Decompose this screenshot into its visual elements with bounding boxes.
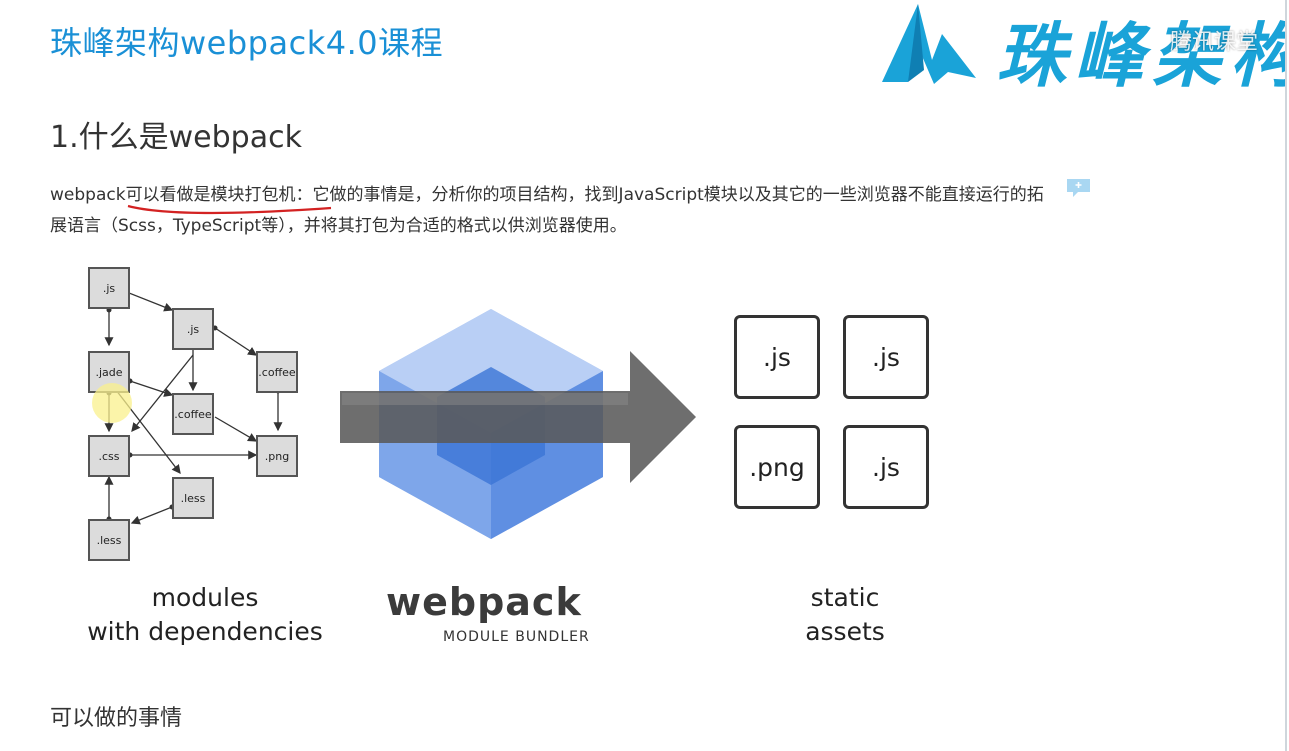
module-box: .jade: [88, 351, 130, 393]
dependency-lines: [104, 284, 283, 525]
module-box: .coffee: [172, 393, 214, 435]
paragraph-lead: webpack: [50, 185, 126, 205]
bundler-subtitle: MODULE BUNDLER: [443, 629, 590, 645]
module-box: .coffee: [256, 351, 298, 393]
paragraph-rest: ：它做的事情是，分析你的项目结构，找到JavaScript模块以及其它的一些浏览…: [50, 185, 1044, 236]
caption-modules-line2: with dependencies: [87, 617, 323, 646]
module-box: .less: [172, 477, 214, 519]
brand-text: 珠峰架构: [996, 15, 1285, 90]
cursor-highlight: [92, 383, 132, 423]
handwritten-underline: [127, 204, 332, 215]
asset-box: .js: [843, 425, 929, 509]
caption-assets-line2: assets: [805, 617, 885, 646]
caption-modules-line1: modules: [151, 583, 259, 612]
module-box: .css: [88, 435, 130, 477]
bundler-name: webpack: [386, 580, 582, 624]
asset-box: .js: [734, 315, 820, 399]
watermark-text: 腾讯课堂: [1170, 30, 1259, 55]
module-box: .js: [88, 267, 130, 309]
watermark: 腾讯课堂: [1150, 24, 1258, 56]
paragraph-highlight: 可以看做是模块打包机: [125, 185, 296, 205]
course-title: 珠峰架构webpack4.0课程: [50, 24, 444, 62]
arrow-right-icon: [340, 351, 696, 483]
brand-mountain-icon: [882, 4, 976, 84]
caption-assets: static assets: [760, 581, 930, 649]
asset-box: .png: [734, 425, 820, 509]
caption-modules: modules with dependencies: [80, 581, 330, 649]
section-heading: 1.什么是webpack: [50, 120, 302, 155]
comment-icon[interactable]: [1066, 178, 1091, 198]
module-box: .png: [256, 435, 298, 477]
module-box: .js: [172, 308, 214, 350]
intro-paragraph: webpack可以看做是模块打包机：它做的事情是，分析你的项目结构，找到Java…: [50, 180, 1060, 242]
play-icon: [1150, 31, 1164, 49]
module-box: .less: [88, 519, 130, 561]
brand-logo: 珠峰架构 腾讯课堂: [878, 0, 1285, 90]
asset-box: .js: [843, 315, 929, 399]
caption-assets-line1: static: [810, 583, 880, 612]
webpack-diagram: .js .js .jade .coffee .coffee .css .png …: [60, 255, 960, 665]
sub-heading: 可以做的事情: [50, 706, 183, 731]
right-edge-rule: [1285, 0, 1287, 751]
